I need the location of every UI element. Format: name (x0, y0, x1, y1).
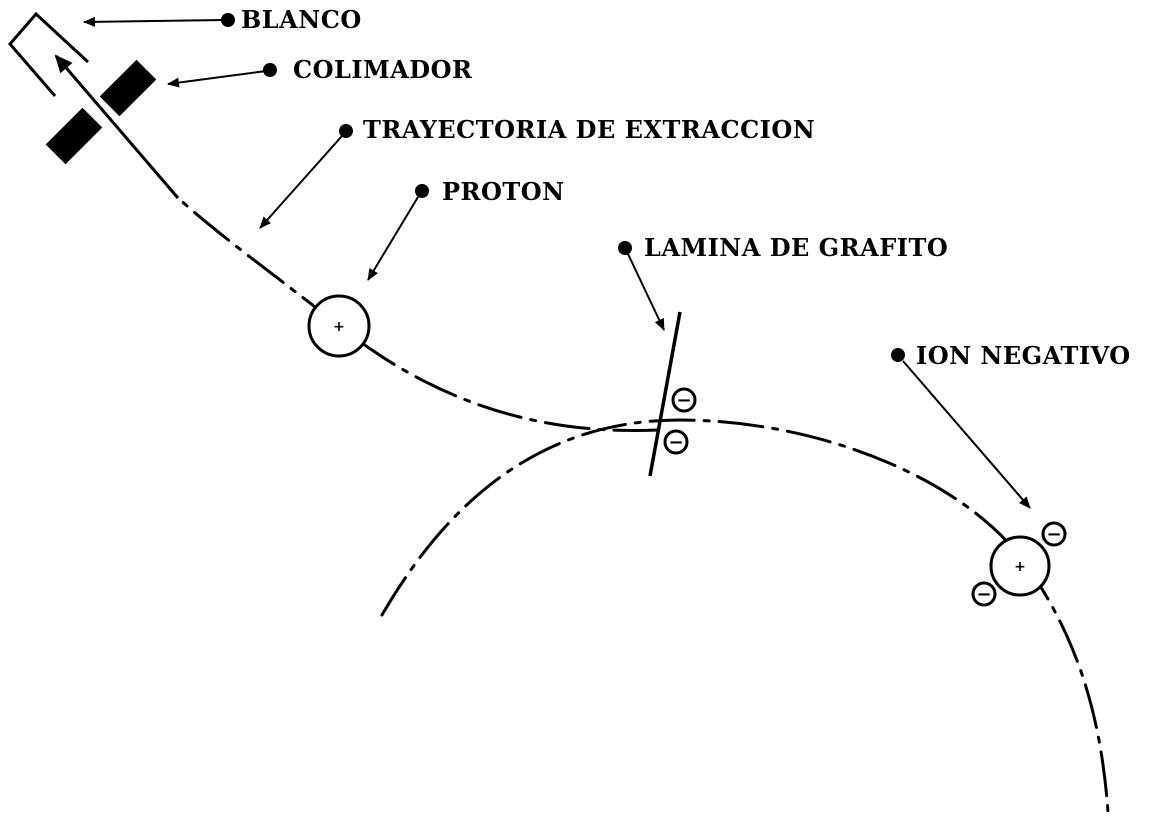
colimador-leader (167, 63, 277, 88)
label-trayectoria: TRAYECTORIA DE EXTRACCION (363, 115, 815, 144)
ion-electron-lower: − (971, 581, 997, 607)
trayectoria-leader (259, 124, 353, 229)
svg-text:−: − (1046, 524, 1061, 545)
label-colimador: COLIMADOR (293, 55, 473, 84)
svg-text:+: + (1014, 559, 1026, 575)
svg-text:−: − (976, 584, 991, 605)
foil-electron-upper: − (671, 387, 697, 413)
graphite-foil (648, 311, 682, 477)
proton-leader (367, 184, 429, 281)
ion-leader (891, 348, 1031, 509)
svg-text:+: + (333, 319, 345, 335)
target-cup (8, 11, 90, 97)
label-lamina: LAMINA DE GRAFITO (644, 233, 948, 262)
svg-text:−: − (668, 432, 683, 453)
collimator-block-lower (45, 107, 103, 165)
negative-ion-particle: + (989, 535, 1051, 597)
lamina-leader (618, 241, 665, 331)
blanco-leader (83, 13, 235, 27)
svg-text:−: − (676, 390, 691, 411)
foil-electron-lower: − (663, 429, 689, 455)
negative-ion-orbit (380, 418, 1110, 814)
proton-particle: + (307, 294, 371, 358)
extraction-beam-arrow (54, 54, 180, 199)
extraction-trajectory (176, 196, 660, 433)
label-ion-negativo: ION NEGATIVO (916, 341, 1131, 370)
label-proton: PROTON (442, 177, 565, 206)
label-blanco: BLANCO (241, 5, 362, 34)
collimator-block-upper (99, 59, 157, 117)
ion-electron-upper: − (1041, 521, 1067, 547)
